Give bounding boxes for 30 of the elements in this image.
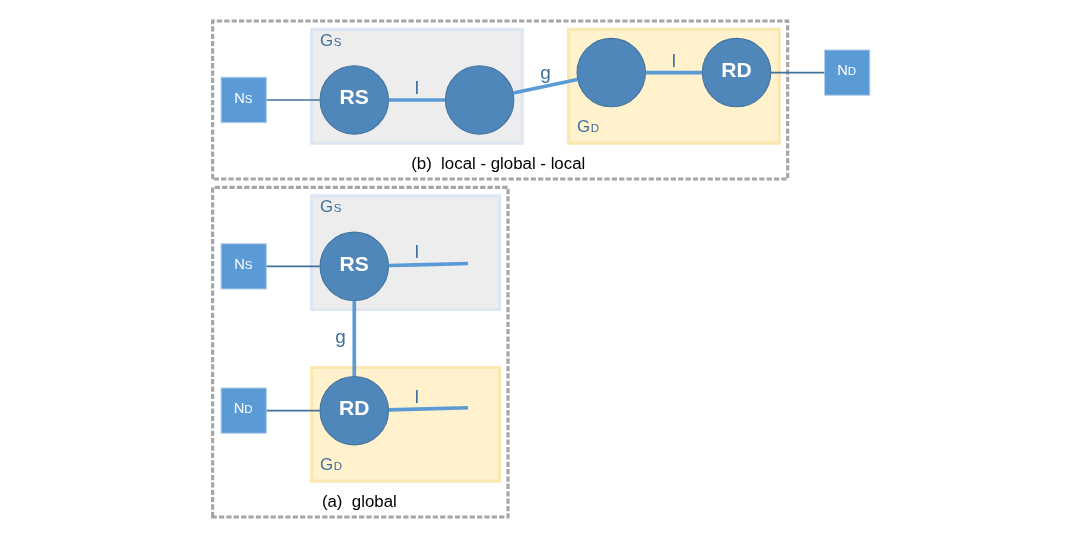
node-box: NS (220, 243, 267, 290)
edge-label: g (335, 326, 346, 348)
connector (388, 261, 469, 268)
connector (388, 98, 446, 102)
connector (512, 77, 578, 95)
edge-label: l (414, 77, 420, 99)
edge-label: g (540, 62, 551, 84)
cluster (211, 19, 790, 181)
edge-label: l (414, 385, 420, 407)
connector (265, 99, 321, 101)
connector (265, 409, 321, 412)
node-circle (444, 65, 515, 135)
node-label: (b) local - global - local (411, 154, 586, 174)
connector (352, 300, 357, 377)
node-circle: RD (319, 375, 390, 446)
node-circle (576, 37, 646, 108)
connector (388, 405, 469, 412)
edge-label: l (414, 241, 420, 263)
node-label: (a) global (321, 492, 397, 512)
node-box: ND (823, 49, 871, 96)
connector (645, 70, 703, 75)
connector (265, 265, 321, 268)
cluster (211, 185, 510, 519)
node-circle: RS (319, 231, 390, 302)
node-circle: RS (319, 65, 390, 135)
edge-label: l (671, 49, 677, 71)
node-circle: RD (701, 37, 772, 108)
node-box: ND (220, 387, 267, 434)
connector (770, 71, 826, 74)
node-box: NS (220, 76, 267, 124)
